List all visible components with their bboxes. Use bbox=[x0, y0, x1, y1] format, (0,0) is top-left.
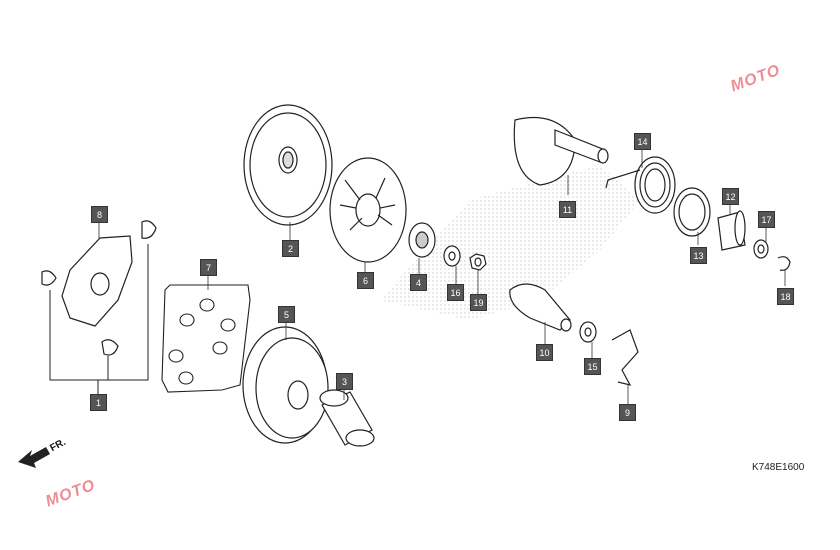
callout-14[interactable]: 14 bbox=[634, 133, 651, 150]
part-7-weight-rollers bbox=[161, 284, 251, 393]
part-1-clips bbox=[41, 220, 157, 356]
callout-11[interactable]: 11 bbox=[559, 201, 576, 218]
callout-8[interactable]: 8 bbox=[91, 206, 108, 223]
part-6-fan-plate bbox=[329, 157, 407, 263]
part-2-drive-face-gear bbox=[243, 104, 333, 226]
part-8-plate bbox=[61, 235, 133, 327]
callout-10[interactable]: 10 bbox=[536, 344, 553, 361]
callout-15[interactable]: 15 bbox=[584, 358, 601, 375]
drawing-code: K748E1600 bbox=[752, 462, 805, 473]
part-9-clip bbox=[611, 329, 639, 386]
callout-2[interactable]: 2 bbox=[282, 240, 299, 257]
callout-6[interactable]: 6 bbox=[357, 272, 374, 289]
part-10-pinion bbox=[509, 283, 572, 332]
part-14-return-spring bbox=[605, 156, 676, 214]
part-11-kick-spindle bbox=[513, 116, 609, 186]
callout-3[interactable]: 3 bbox=[336, 373, 353, 390]
part-1-bracket bbox=[49, 244, 149, 394]
leader-lines bbox=[98, 148, 786, 404]
callout-9[interactable]: 9 bbox=[619, 404, 636, 421]
part-4-ramp-plate bbox=[408, 222, 436, 258]
callout-12[interactable]: 12 bbox=[722, 188, 739, 205]
part-3-collar bbox=[319, 389, 375, 447]
callout-4[interactable]: 4 bbox=[410, 274, 427, 291]
part-17-washer bbox=[753, 239, 769, 259]
part-13-ring bbox=[673, 187, 711, 237]
callout-19[interactable]: 19 bbox=[470, 294, 487, 311]
part-19-nut bbox=[469, 253, 487, 271]
part-5-driven-face-gear bbox=[242, 326, 329, 444]
front-direction-arrow bbox=[18, 447, 50, 468]
callout-7[interactable]: 7 bbox=[200, 259, 217, 276]
part-15-washer bbox=[579, 321, 597, 343]
callout-5[interactable]: 5 bbox=[278, 306, 295, 323]
callout-13[interactable]: 13 bbox=[690, 247, 707, 264]
callout-1[interactable]: 1 bbox=[90, 394, 107, 411]
callout-16[interactable]: 16 bbox=[447, 284, 464, 301]
part-18-circlip bbox=[777, 256, 791, 271]
callout-17[interactable]: 17 bbox=[758, 211, 775, 228]
part-16-washer bbox=[443, 245, 461, 267]
callout-18[interactable]: 18 bbox=[777, 288, 794, 305]
part-12-bushing bbox=[717, 210, 746, 251]
